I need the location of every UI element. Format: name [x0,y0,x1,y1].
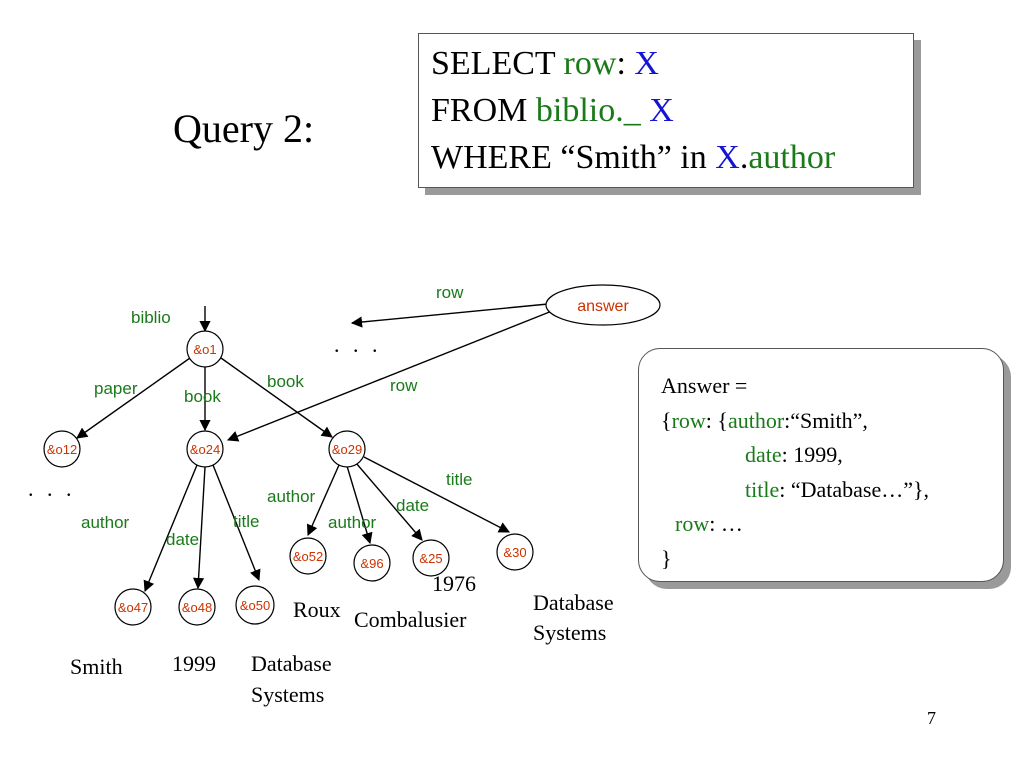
edge-o29-o52 [306,464,340,537]
edge-label-book-left: book [184,387,221,406]
answer-line-1: Answer = [661,373,748,398]
value-smith: Smith [70,654,123,679]
query-line-select: SELECT row: X [431,40,913,87]
node-o12 [43,430,81,468]
node-label-o25: &25 [419,551,442,566]
answer-box: Answer = {row: {author:“Smith”, date: 19… [638,348,1004,582]
from-keyword: FROM [431,92,536,129]
node-label-o24: &o24 [190,442,220,457]
edge-label-biblio: biblio [131,308,171,327]
answer-open-brace: { [661,407,672,433]
edge-o29-o96 [346,465,373,545]
node-o48 [178,588,216,626]
edge-answer-dots [350,303,549,328]
node-label-o12: &o12 [47,442,77,457]
answer-title-label: title [745,476,780,502]
select-colon: : [616,45,635,82]
node-o50 [235,585,275,625]
slide-number: 7 [927,708,936,728]
answer-row-label: row [671,407,706,433]
edge-o29-o25 [355,462,423,541]
edge-label-title-o24: title [233,512,259,531]
answer-line-6: } [661,545,672,571]
where-var: X [715,139,740,176]
node-o1 [186,330,224,368]
answer-line-2: {row: {author:“Smith”, [661,404,1003,439]
edge-label-book-right: book [267,372,304,391]
edge-label-paper: paper [94,379,138,398]
select-path: row [563,45,617,82]
answer-title-value: : “Database…”}, [779,476,930,502]
where-dot: . [739,139,749,176]
value-db2-line1: Database [533,590,614,615]
from-path: biblio._ [535,92,641,129]
edge-o1-o29 [220,357,333,438]
node-label-o52: &o52 [293,549,323,564]
value-db2-line2: Systems [533,620,606,645]
node-o29 [328,430,366,468]
edge-label-author-o24: author [81,513,130,532]
select-var: X [634,45,659,82]
edge-o24-o47 [143,464,198,593]
answer-date-value: : 1999, [781,442,843,467]
ellipsis-top: . . . [334,332,382,357]
node-o47 [114,588,152,626]
node-label-o48: &o48 [182,600,212,615]
answer-row2-label: row [675,511,710,536]
value-db1-line1: Database [251,651,332,676]
query-line-from: FROM biblio._ X [431,87,913,134]
answer-line-4: title: “Database…”}, [661,473,1003,508]
edge-label-row-mid: row [390,376,418,395]
edge-label-title-o29: title [446,470,472,489]
edge-o24-o50 [212,464,261,582]
node-answer [545,284,661,326]
slide-title: Query 2: [173,106,315,151]
node-label-o30: &30 [503,545,526,560]
query-line-where: WHERE “Smith” in X.author [431,134,913,181]
node-o25 [412,539,450,577]
node-o96 [353,544,391,582]
edge-label-author-o29-a: author [267,487,316,506]
select-keyword: SELECT [431,45,564,82]
answer-row2-value: : … [709,511,743,536]
edge-label-date-o24: date [166,530,199,549]
value-db1-line2: Systems [251,682,324,707]
from-var: X [649,92,674,129]
edge-o24-o48 [192,466,206,590]
query-box: SELECT row: X FROM biblio._ X WHERE “Smi… [418,33,914,188]
edge-o29-o30 [363,456,510,533]
answer-date-label: date [745,442,782,467]
ellipsis-left: . . . [28,476,76,501]
answer-author-label: author [727,407,785,433]
value-combalusier: Combalusier [354,607,467,632]
node-o30 [496,533,534,571]
answer-line-3: date: 1999, [661,438,1003,473]
edge-label-row-top: row [436,283,464,302]
node-o24 [186,430,224,468]
node-o52 [289,537,327,575]
answer-author-value: :“Smith”, [784,407,868,433]
value-roux: Roux [293,597,341,622]
edge-label-date-o29: date [396,496,429,515]
value-1976: 1976 [432,571,476,596]
edge-label-author-o29-b: author [328,513,377,532]
node-label-o47: &o47 [118,600,148,615]
edge-answer-o24 [226,310,553,442]
edge-o1-o12 [76,357,191,439]
node-label-answer: answer [577,298,629,315]
where-keyword: WHERE “Smith” in [431,139,716,176]
node-label-o29: &o29 [332,442,362,457]
node-label-o50: &o50 [240,598,270,613]
where-path: author [748,139,836,176]
answer-mid: : { [705,407,728,433]
node-label-o1: &o1 [193,342,216,357]
answer-line-5: row: … [661,507,1003,542]
node-label-o96: &96 [360,556,383,571]
value-1999: 1999 [172,651,216,676]
